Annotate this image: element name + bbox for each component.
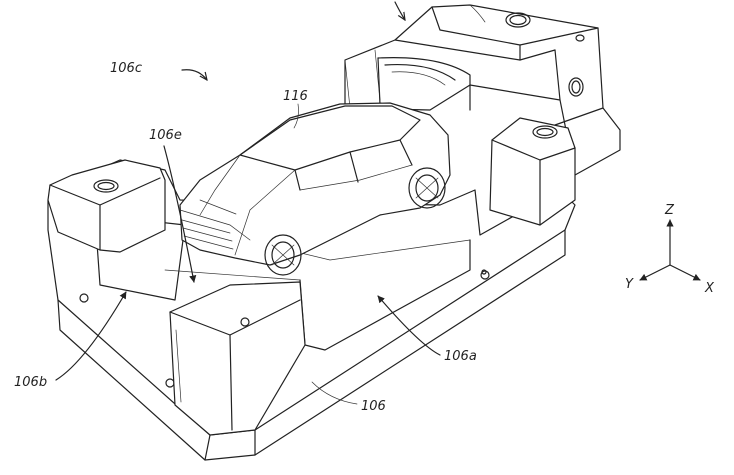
label-106e: 106e [149, 128, 182, 143]
rear-mold-block [344, 4, 621, 176]
leader-arrow-106b [55, 291, 127, 381]
label-106: 106 [361, 399, 386, 414]
x-axis-label: X [704, 281, 715, 296]
leader-top-right [469, 4, 486, 23]
leader-106 [311, 381, 358, 405]
label-106c: 106c [110, 61, 142, 76]
front-left-block [169, 281, 306, 436]
label-106a: 106a [444, 349, 477, 364]
label-116: 116 [283, 89, 308, 104]
leader-116 [293, 103, 299, 129]
right-rear-post [489, 117, 576, 226]
vehicle [179, 102, 451, 276]
y-axis-arrow [639, 264, 671, 281]
bolt-hole-top [505, 12, 531, 28]
leader-arrow-top [394, 1, 405, 20]
left-rear-post [47, 159, 166, 253]
leader-arrow-106c [181, 69, 207, 80]
x-axis-arrow [669, 264, 701, 281]
leader-arrow-106a [377, 295, 441, 356]
leader-arrow-106e [163, 145, 197, 283]
coordinate-axes: Z Y X [625, 203, 715, 296]
z-axis-label: Z [664, 203, 675, 218]
side-hole [568, 77, 584, 97]
label-106b: 106b [14, 375, 47, 390]
y-axis-label: Y [625, 277, 634, 292]
